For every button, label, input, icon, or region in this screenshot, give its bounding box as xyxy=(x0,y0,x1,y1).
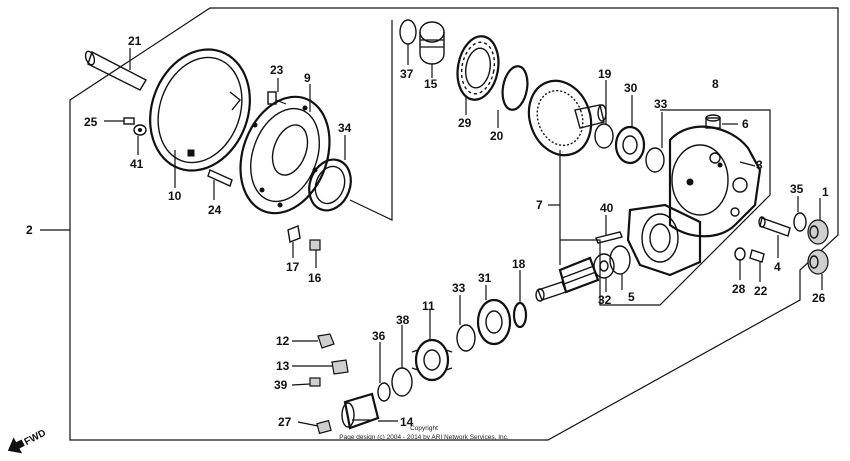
cap-13 xyxy=(292,359,349,375)
label-21: 21 xyxy=(128,34,142,48)
oil-seal-34 xyxy=(308,135,352,212)
bolt-25 xyxy=(104,117,135,125)
nut-16 xyxy=(309,239,321,268)
sub-frame-seal-group xyxy=(349,20,393,221)
label-39: 39 xyxy=(274,378,288,392)
bolt-24 xyxy=(207,169,233,200)
nut-27 xyxy=(297,419,332,435)
ring-35 xyxy=(793,196,807,232)
drive-pinion-7 xyxy=(535,256,600,302)
shim-33-upper xyxy=(645,112,665,173)
label-22: 22 xyxy=(754,284,768,298)
plug-6 xyxy=(705,114,738,129)
ring-gear-7 xyxy=(527,79,607,157)
sub-frame-case xyxy=(560,109,771,306)
label-8: 8 xyxy=(712,77,719,91)
label-12: 12 xyxy=(276,334,290,348)
label-7: 7 xyxy=(536,198,543,212)
label-32: 32 xyxy=(598,293,612,307)
label-37: 37 xyxy=(400,67,414,81)
label-41: 41 xyxy=(130,157,144,171)
label-1: 1 xyxy=(822,185,829,199)
o-ring-37 xyxy=(399,19,417,65)
label-20: 20 xyxy=(490,129,504,143)
bolt-39 xyxy=(291,377,321,387)
bolt-40 xyxy=(595,215,623,244)
bearing-30 xyxy=(614,95,646,165)
label-16: 16 xyxy=(308,271,322,285)
bearing-holder-9 xyxy=(239,84,331,215)
label-31: 31 xyxy=(478,271,492,285)
final-gear-case-3 xyxy=(668,125,762,238)
label-23: 23 xyxy=(270,63,284,77)
label-30: 30 xyxy=(624,81,638,95)
label-4: 4 xyxy=(774,260,781,274)
snap-ring-20 xyxy=(497,65,529,128)
shim-19 xyxy=(594,80,614,149)
cap-1 xyxy=(807,198,829,245)
shim-32 xyxy=(593,253,615,292)
ring-18 xyxy=(512,270,528,329)
label-36: 36 xyxy=(372,329,386,343)
label-29: 29 xyxy=(458,116,472,130)
coupling-11 xyxy=(411,310,453,382)
label-15: 15 xyxy=(424,77,438,91)
washer-28 xyxy=(734,247,746,280)
washer-17 xyxy=(287,225,301,258)
label-19: 19 xyxy=(598,67,612,81)
shim-33-lower xyxy=(456,295,476,352)
label-35: 35 xyxy=(790,182,804,196)
pinion-housing xyxy=(626,203,702,277)
cap-12 xyxy=(292,333,335,349)
joint-14 xyxy=(341,392,380,430)
label-5: 5 xyxy=(628,290,635,304)
part-labels: 1 2 3 4 5 6 7 8 9 10 11 12 13 14 15 16 1… xyxy=(26,34,829,429)
copyright-line-1: Copyright xyxy=(410,425,438,432)
label-38: 38 xyxy=(396,313,410,327)
label-10: 10 xyxy=(168,189,182,203)
fwd-label: FWD xyxy=(23,428,48,448)
label-3: 3 xyxy=(756,158,763,172)
label-11: 11 xyxy=(422,299,435,313)
shim-5 xyxy=(609,245,631,290)
assembly-frame xyxy=(69,7,839,441)
bearing-31 xyxy=(476,285,512,346)
bolt-22 xyxy=(749,249,765,282)
copyright-line-2: Page design (c) 2004 - 2014 by ARI Netwo… xyxy=(339,434,509,441)
label-40: 40 xyxy=(600,201,614,215)
label-27: 27 xyxy=(278,415,292,429)
label-18: 18 xyxy=(512,257,526,271)
label-34: 34 xyxy=(338,121,352,135)
ring-36 xyxy=(377,342,391,402)
cover-ring-10 xyxy=(149,48,251,188)
label-13: 13 xyxy=(276,359,290,373)
label-6: 6 xyxy=(742,117,749,131)
label-33-lower: 33 xyxy=(452,281,466,295)
label-24: 24 xyxy=(208,203,222,217)
cap-26 xyxy=(807,249,829,290)
label-33-upper: 33 xyxy=(654,97,668,111)
label-2: 2 xyxy=(26,223,33,237)
washer-41 xyxy=(133,124,147,155)
bearing-29 xyxy=(456,35,500,115)
forward-arrow: FWD xyxy=(7,428,48,454)
collar-15 xyxy=(419,21,445,78)
label-25: 25 xyxy=(84,115,98,129)
label-17: 17 xyxy=(286,260,300,274)
label-26: 26 xyxy=(812,291,826,305)
shaft-4 xyxy=(758,216,791,258)
label-14: 14 xyxy=(400,415,414,429)
bolt-23 xyxy=(267,78,287,105)
label-28: 28 xyxy=(732,282,746,296)
o-ring-38 xyxy=(391,325,413,397)
label-9: 9 xyxy=(304,71,311,85)
pin-21 xyxy=(84,48,147,91)
